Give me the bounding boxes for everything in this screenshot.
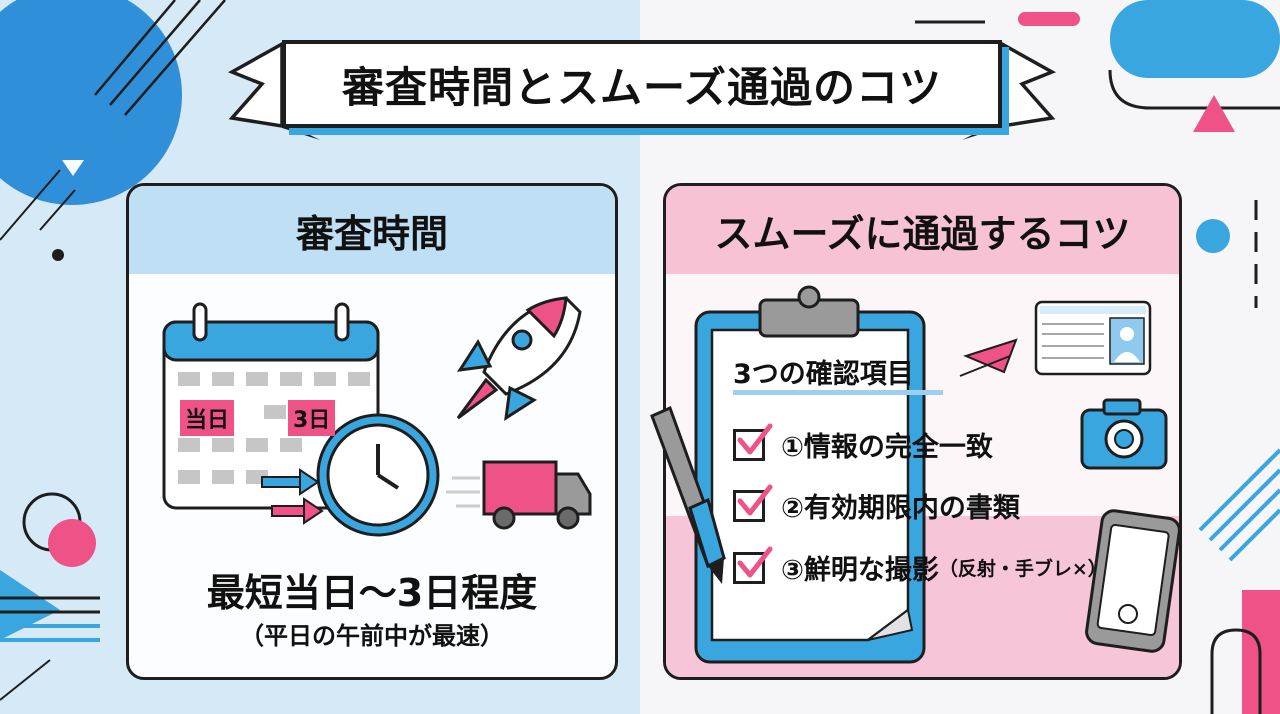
- title-banner: 審査時間とスムーズ通過のコツ: [282, 40, 1002, 128]
- check-mark-icon: [737, 484, 773, 515]
- review-time-heading: 審査時間: [129, 186, 615, 274]
- checklist-item-text: ②有効期限内の書類: [781, 493, 1020, 524]
- calendar-label-same-day: 当日: [180, 400, 235, 436]
- checklist-title: 3つの確認項目: [733, 359, 914, 390]
- page-title: 審査時間とスムーズ通過のコツ: [342, 62, 942, 112]
- checkbox: [733, 484, 773, 522]
- review-time-summary: 最短当日〜3日程度: [206, 571, 538, 615]
- checklist-item-note: （反射・手ブレ×）: [938, 558, 1107, 580]
- check-mark-icon: [737, 546, 773, 577]
- clock-icon: [316, 413, 440, 537]
- pen-icon: [650, 405, 726, 584]
- checklist-item: ①情報の完全一致: [733, 423, 993, 464]
- checklist-item: ②有効期限内の書類: [733, 484, 1020, 525]
- paper-plane-icon: [959, 338, 1018, 377]
- truck-icon: [446, 460, 592, 530]
- checklist-title-underline: [733, 390, 943, 395]
- check-mark-icon: [737, 423, 773, 454]
- checklist-item: ③鮮明な撮影 （反射・手ブレ×）: [733, 546, 1107, 587]
- checklist-item-text: ③鮮明な撮影: [781, 555, 939, 586]
- clipboard-icon: [694, 285, 926, 664]
- calendar-label-3-days: 3日: [288, 400, 336, 436]
- id-card-icon: [1034, 300, 1152, 376]
- review-time-note: （平日の午前中が最速）: [240, 622, 504, 650]
- checkbox: [733, 423, 773, 461]
- camera-icon: [1080, 398, 1168, 470]
- checkbox: [733, 546, 773, 584]
- checklist-item-text: ①情報の完全一致: [781, 432, 993, 463]
- arrow-icons: [261, 468, 324, 525]
- rocket-icon: [456, 296, 582, 422]
- smartphone-icon: [1085, 509, 1181, 653]
- tips-heading: スムーズに通過するコツ: [666, 186, 1179, 274]
